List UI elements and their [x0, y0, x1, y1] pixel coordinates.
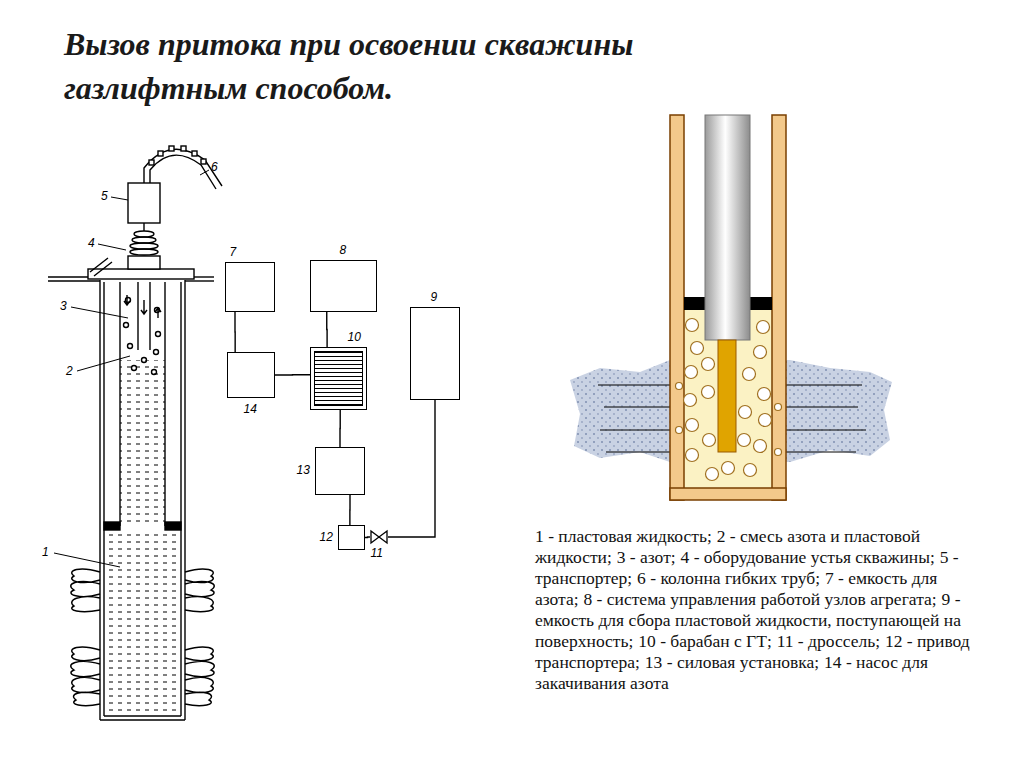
callout-number: 11 [371, 546, 383, 560]
equipment-box: 14 [227, 352, 275, 398]
key-item: 10 - барабан с ГТ; [638, 631, 772, 651]
equipment-box: 9 [410, 307, 460, 400]
callout-number: 10 [348, 330, 361, 344]
valve-symbol [370, 529, 388, 545]
coil-drum-box: 10 [310, 347, 367, 410]
pipe-connector [275, 374, 310, 376]
leader-lines [54, 170, 209, 567]
pipe-connector [326, 312, 328, 347]
key-item: 13 - силовая установка; [645, 652, 819, 672]
key-item: 3 - азот; [617, 547, 676, 567]
pipe-connector [349, 495, 351, 525]
equipment-box: 8 [310, 260, 377, 312]
equipment-box: 7 [225, 262, 275, 312]
equipment-box: 13 [315, 447, 365, 495]
equipment-box: 12 [338, 525, 365, 550]
key-item: 8 - система управления работой узлов агр… [583, 589, 936, 609]
key-item: 6 - колонна гибких труб; [637, 568, 820, 588]
pipe-connector [365, 536, 370, 538]
callout-number: 9 [431, 290, 438, 304]
callout-number: 4 [88, 236, 95, 250]
choke-valve: 11 [370, 529, 388, 545]
callout-number: 1 [42, 545, 49, 559]
slide-title: Вызов притока при освоении скважины газл… [64, 22, 784, 110]
well-bottom-illustration [570, 115, 892, 500]
key-item: 4 - оборудование устья скважины; [681, 547, 935, 567]
key-item: 11 - дроссель; [777, 631, 880, 651]
callout-number: 14 [244, 402, 257, 416]
pipe-connector [339, 410, 341, 447]
pipe-connector [234, 312, 236, 352]
pipe-connector [388, 400, 435, 537]
callout-number: 7 [230, 245, 237, 259]
key-item: 1 - пластовая жидкость; [535, 526, 712, 546]
callout-number: 12 [320, 530, 333, 544]
key-paragraph: 1 - пластовая жидкость;2 - смесь азота и… [535, 526, 990, 694]
callout-number: 8 [340, 243, 347, 257]
well-sketch [48, 146, 222, 720]
callout-number: 3 [60, 299, 67, 313]
callout-number: 6 [211, 160, 218, 174]
callout-number: 5 [101, 189, 108, 203]
callout-number: 2 [66, 364, 73, 378]
callout-number: 13 [297, 463, 310, 477]
